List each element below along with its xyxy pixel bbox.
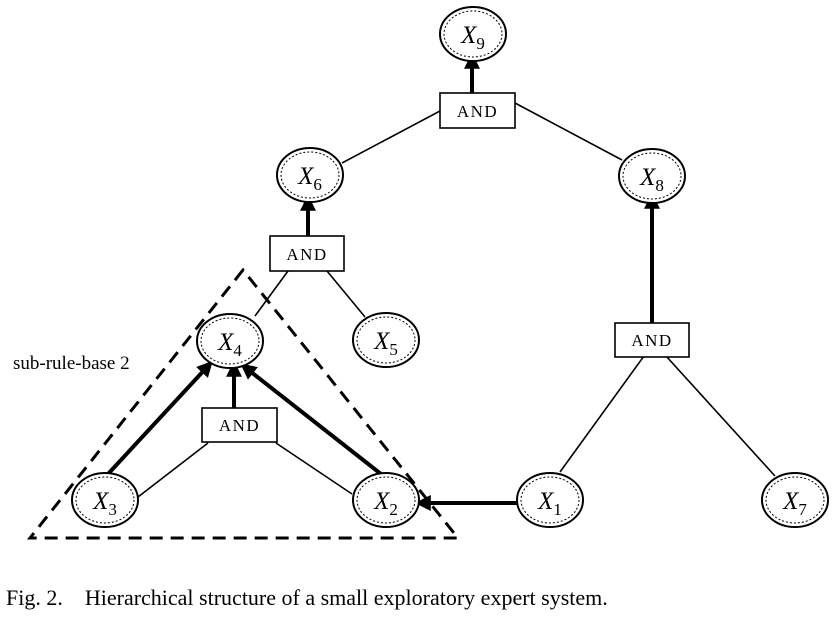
node-x9: X9 <box>439 6 507 62</box>
node-x3-shape <box>71 472 139 528</box>
node-x1-shape <box>516 472 584 528</box>
node-x9-texture <box>443 10 503 58</box>
line-x7-to-and-x8 <box>665 355 776 477</box>
line-x2-to-and-x4 <box>275 442 353 495</box>
arrows <box>106 52 660 511</box>
node-x7-shape <box>761 472 829 528</box>
node-x7: X7 <box>761 472 829 528</box>
node-x7-label: X7 <box>782 488 807 519</box>
node-x5-texture <box>356 316 416 364</box>
node-x4-label: X4 <box>217 329 242 360</box>
node-x2: X2 <box>352 472 420 528</box>
and-gate-x6-box <box>269 235 345 272</box>
node-x6: X6 <box>276 147 344 203</box>
node-x8-texture <box>622 152 682 200</box>
node-x1: X1 <box>516 472 584 528</box>
sub-rule-base-label: sub-rule-base 2 <box>13 353 130 374</box>
node-x5: X5 <box>352 312 420 368</box>
node-x5-label: X5 <box>373 328 398 359</box>
node-x4-shape <box>196 313 264 369</box>
node-x6-shape <box>276 147 344 203</box>
node-x9-label: X9 <box>460 22 485 53</box>
node-x5-shape <box>352 312 420 368</box>
node-x2-label: X2 <box>373 488 398 519</box>
node-x4: X4 <box>196 313 264 369</box>
node-x6-label: X6 <box>297 163 322 194</box>
node-x2-shape <box>352 472 420 528</box>
line-x1-to-and-x8 <box>559 355 645 473</box>
node-x7-texture <box>765 476 825 524</box>
node-x8-shape <box>618 148 686 204</box>
connector-lines <box>137 102 776 498</box>
and-gate-x8-box <box>614 322 690 358</box>
and-gate-x4-label: AND <box>219 416 260 435</box>
line-x5-to-and-x6 <box>326 270 366 318</box>
sub-rule-base-boundary <box>26 267 462 540</box>
node-x6-texture <box>280 151 340 199</box>
and-gate-x4-box <box>201 407 278 443</box>
arrow-x2-to-x4 <box>240 363 383 476</box>
node-x1-texture <box>520 476 580 524</box>
node-x8: X8 <box>618 148 686 204</box>
line-x6-to-and-top <box>341 110 441 164</box>
node-x1-label: X1 <box>537 488 562 519</box>
figure-caption: Fig. 2. Hierarchical structure of a smal… <box>6 585 608 610</box>
and-gate-top-box <box>439 92 516 129</box>
node-x4-texture <box>200 317 260 365</box>
node-x3-label: X3 <box>92 488 117 519</box>
and-gate-x6-label: AND <box>286 245 327 264</box>
and-gate-top-label: AND <box>457 102 498 121</box>
node-x3: X3 <box>71 472 139 528</box>
node-x9-shape <box>439 6 507 62</box>
line-x4-to-and-x6 <box>254 270 289 317</box>
and-gate-x8-label: AND <box>631 331 672 350</box>
diagram-canvas: sub-rule-base 2 AND AND AND AND <box>13 6 829 540</box>
line-x8-to-and-top <box>514 102 623 161</box>
line-x3-to-and-x4 <box>137 442 209 498</box>
and-gate-x6: AND <box>269 235 345 272</box>
node-x8-label: X8 <box>639 164 664 195</box>
and-gate-x4: AND <box>201 407 278 443</box>
arrow-x3-to-x4 <box>106 360 213 476</box>
and-gate-x8: AND <box>614 322 690 358</box>
and-gate-top: AND <box>439 92 516 129</box>
node-x3-texture <box>75 476 135 524</box>
node-x2-texture <box>356 476 416 524</box>
